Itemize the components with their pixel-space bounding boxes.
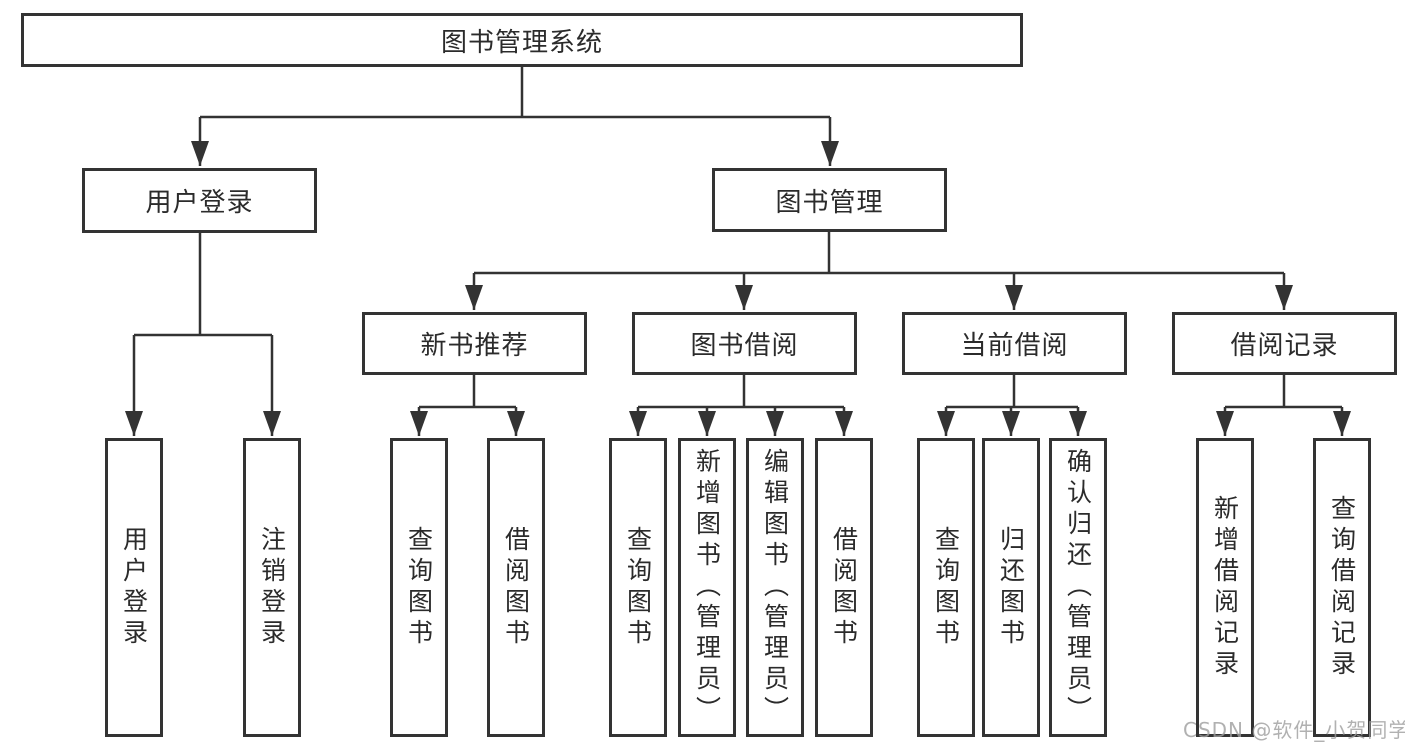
leaf-borrow-books: 借阅图书 [815, 438, 873, 737]
leaf-user-login: 用户登录 [105, 438, 163, 737]
node-root: 图书管理系统 [21, 13, 1023, 67]
leaf-logout: 注销登录 [243, 438, 301, 737]
watermark-text: CSDN @软件_小贺同学 [1183, 718, 1405, 742]
node-current-borrowing: 当前借阅 [902, 312, 1127, 375]
node-borrowing-records: 借阅记录 [1172, 312, 1397, 375]
leaf-query-books: 查询图书 [609, 438, 667, 737]
node-book-management: 图书管理 [712, 168, 947, 232]
connector-root-branch [200, 67, 830, 119]
leaf-query-books: 查询图书 [390, 438, 448, 737]
leaf-edit-book-admin: 编辑图书（管理员） [746, 438, 804, 737]
connector-book-mgmt-branch [474, 232, 1284, 275]
node-book-borrowing: 图书借阅 [632, 312, 857, 375]
leaf-return-book: 归还图书 [982, 438, 1040, 737]
connector-user-login-branch [134, 233, 272, 337]
node-user-login: 用户登录 [82, 168, 317, 233]
leaf-add-book-admin: 新增图书（管理员） [678, 438, 736, 737]
node-new-book-recommendation: 新书推荐 [362, 312, 587, 375]
leaf-confirm-return-admin: 确认归还（管理员） [1049, 438, 1107, 737]
leaf-borrow-books: 借阅图书 [487, 438, 545, 737]
leaf-query-borrow-record: 查询借阅记录 [1313, 438, 1371, 737]
leaf-query-books: 查询图书 [917, 438, 975, 737]
leaf-add-borrow-record: 新增借阅记录 [1196, 438, 1254, 737]
